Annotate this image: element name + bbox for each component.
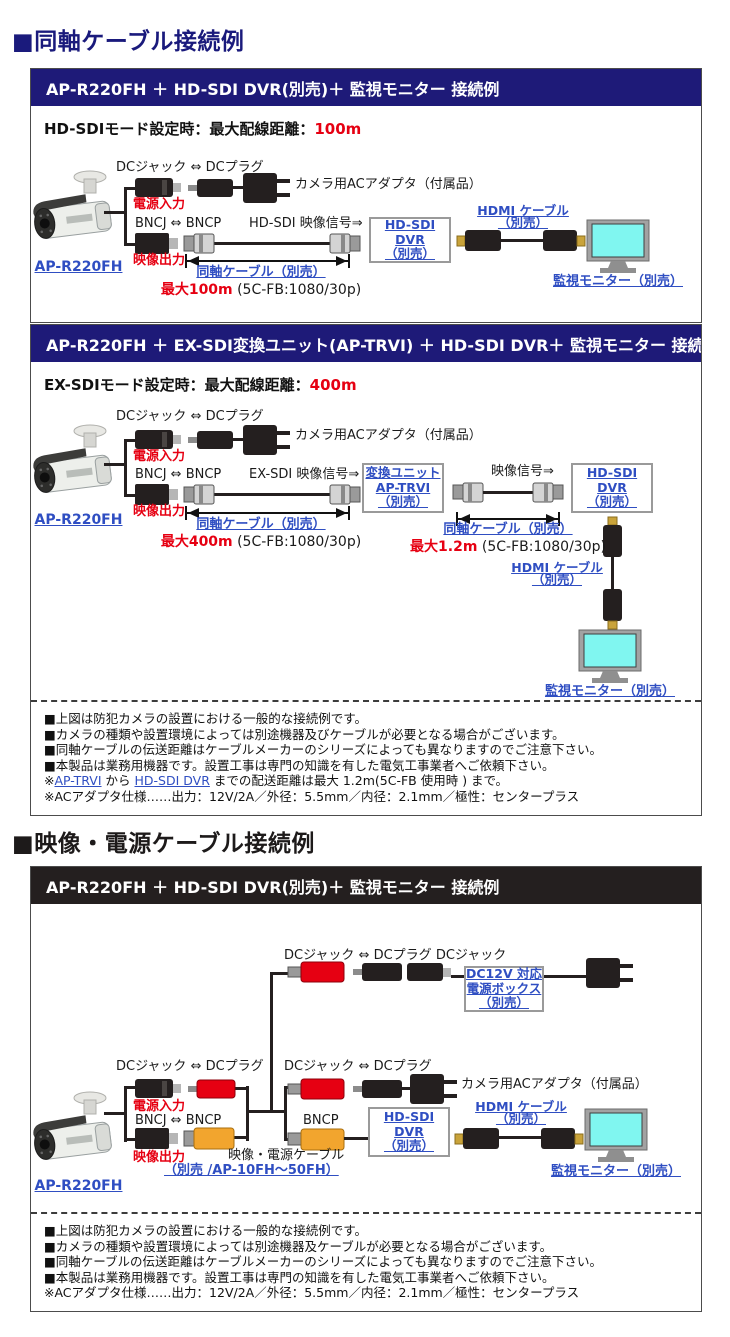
hdsdi-dvr-link[interactable]: HD-SDI DVR [134,773,210,789]
note-line: ■上図は防犯カメラの設置における一般的な接続例です。 [44,1223,368,1238]
bnc-pair-label: BNCJ ⇔ BNCP [135,467,222,482]
note-line: ■本製品は業務用機器です。設置工事は専門の知識を有した電気工事業者へご依頼下さい… [44,757,555,773]
max-length-label-2: 最大1.2m (5C-FB:1080/30p) [410,539,606,555]
power-example-header: AP-R220FH ＋ HD-SDI DVR(別売)＋ 監視モニター 接続例 [31,867,701,904]
bnc-pair-label: BNCJ ⇔ BNCP [135,216,222,231]
video-out-label: 映像出力 [133,1150,186,1165]
hdmi-cable-link[interactable]: HDMI ケーブル（別売） [475,1099,567,1126]
coax-cable-link[interactable]: 同軸ケーブル（別売） [196,265,326,280]
power-in-label: 電源入力 [133,1099,186,1114]
power-section-title: ■映像・電源ケーブル接続例 [12,831,315,857]
power-diagram-shapes [31,958,648,1163]
max-distance-value-2: 400m [309,376,357,394]
camera-icon [31,1091,113,1162]
camera-icon [31,424,113,495]
camera-model-link[interactable]: AP-R220FH [34,259,123,275]
ac-adapter-label: カメラ用ACアダプタ（付属品） [295,177,482,192]
hdsdi-signal-label: HD-SDI 映像信号⇒ [249,216,363,231]
power-example-header-text: AP-R220FH ＋ HD-SDI DVR(別売)＋ 監視モニター 接続例 [46,877,500,897]
ac-adapter-icon [243,173,290,203]
exsdi-mode-line: EX-SDIモード設定時：最大配線距離：400m [44,376,357,394]
coax-example1-panel: AP-R220FH ＋ HD-SDI DVR(別売)＋ 監視モニター 接続例 H… [30,68,702,323]
note-line: ■カメラの種類や設置環境によっては別途機器及びケーブルが必要となる場合がございま… [44,726,565,742]
coax-diagram-2: DCジャック ⇔ DCプラグ 電源入力 カメラ用ACアダプタ（付属品） BNCJ… [31,404,701,700]
video-out-label: 映像出力 [133,253,186,268]
coax-section-title: ■同軸ケーブル接続例 [12,29,245,55]
dc-pair-label: DCジャック ⇔ DCプラグ [116,1059,264,1074]
power-example-panel: AP-R220FH ＋ HD-SDI DVR(別売)＋ 監視モニター 接続例 [30,866,702,1312]
note-line: ■本製品は業務用機器です。設置工事は専門の知識を有した電気工事業者へご依頼下さい… [44,1269,555,1285]
dc-pair-label: DCジャック ⇔ DCプラグ [116,409,264,424]
ac-adapter-label: カメラ用ACアダプタ（付属品） [295,428,482,443]
hdsdi-mode-line: HD-SDIモード設定時：最大配線距離：100m [44,120,362,138]
note-line: ※ACアダプタ仕様……出力：12V/2A／外径：5.5mm／内径：2.1mm／極… [44,1285,580,1301]
monitor-link[interactable]: 監視モニター（別売） [550,1164,681,1179]
video-out-label: 映像出力 [133,504,186,519]
coax-notes: ■上図は防犯カメラの設置における一般的な接続例です。 ■カメラの種類や設置環境に… [31,700,701,815]
dc-triple-label: DCジャック ⇔ DCプラグ DCジャック [284,948,507,963]
camera-model-link[interactable]: AP-R220FH [34,1178,123,1194]
note-line: ■上図は防犯カメラの設置における一般的な接続例です。 [44,711,368,726]
coax-diagram-1: DCジャック ⇔ DCプラグ 電源入力 カメラ用ACアダプタ（付属品） BNCJ… [31,147,701,322]
power-diagram: DCジャック ⇔ DCプラグ DCジャック DC12V 対応電源ボックス（別売）… [31,904,701,1212]
max-length-label: 最大100m (5C-FB:1080/30p) [160,282,362,298]
note-line: ■同軸ケーブルの伝送距離はケーブルメーカーのシリーズによっても異なりますのでご注… [44,742,603,758]
coax-example1-header: AP-R220FH ＋ HD-SDI DVR(別売)＋ 監視モニター 接続例 [31,69,701,106]
bncp-label: BNCP [303,1113,339,1128]
coax-example2-header-text: AP-R220FH ＋ EX-SDI変換ユニット(AP-TRVI) ＋ HD-S… [46,335,701,355]
camera-model-link[interactable]: AP-R220FH [34,512,123,528]
monitor-link[interactable]: 監視モニター（別売） [552,274,683,289]
dc-pair-label-2: DCジャック ⇔ DCプラグ [284,1059,432,1074]
signal-label: 映像信号⇒ [491,464,554,479]
note-line-trvi: ※AP-TRVI から HD-SDI DVR までの配送距離は最大 1.2m(5… [44,773,509,789]
coax-cable-link-2[interactable]: 同軸ケーブル（別売） [443,522,573,537]
dc12v-powerbox[interactable]: DC12V 対応電源ボックス（別売） [464,966,544,1012]
monitor-icon [578,629,642,684]
power-plug-icon [586,958,633,988]
power-notes: ■上図は防犯カメラの設置における一般的な接続例です。 ■カメラの種類や設置環境に… [31,1212,701,1311]
coax-cable-link[interactable]: 同軸ケーブル（別売） [196,517,326,532]
camera-icon [31,170,113,241]
coax-example2-header: AP-R220FH ＋ EX-SDI変換ユニット(AP-TRVI) ＋ HD-S… [31,325,701,362]
coax-diagram-1-shapes [31,170,650,274]
exsdi-signal-label: EX-SDI 映像信号⇒ [249,467,360,482]
max-length-label: 最大400m (5C-FB:1080/30p) [160,534,362,550]
note-line: ■カメラの種類や設置環境によっては別途機器及ケーブルが必要となる場合がございます… [44,1238,553,1254]
note-line: ■同軸ケーブルの伝送距離はケーブルメーカーのシリーズによっても異なりますのでご注… [44,1254,603,1270]
av-cable-label: 映像・電源ケーブル [228,1148,345,1163]
max-distance-value: 100m [314,120,362,138]
monitor-icon [584,1108,648,1163]
hdmi-cable-link[interactable]: HDMI ケーブル（別売） [477,203,569,230]
note-line-ac: ※ACアダプタ仕様……出力：12V/2A／外径：5.5mm／内径：2.1mm／極… [44,788,580,804]
ac-adapter-icon [410,1074,457,1104]
ac-adapter-icon [243,425,290,455]
coax-diagram-2-shapes [31,424,642,684]
power-in-label: 電源入力 [133,197,186,212]
power-in-label: 電源入力 [133,449,186,464]
coax-example2-panel: AP-R220FH ＋ EX-SDI変換ユニット(AP-TRVI) ＋ HD-S… [30,324,702,816]
dc-pair-label: DCジャック ⇔ DCプラグ [116,160,264,175]
bnc-pair-label: BNCJ ⇔ BNCP [135,1113,222,1128]
monitor-link[interactable]: 監視モニター（別売） [544,684,675,699]
monitor-icon [586,219,650,274]
av-cable-link[interactable]: （別売 /AP-10FH～50FH） [164,1163,339,1178]
coax-example1-header-text: AP-R220FH ＋ HD-SDI DVR(別売)＋ 監視モニター 接続例 [46,79,500,99]
ap-trvi-link[interactable]: AP-TRVI [54,773,102,789]
hdmi-cable-link[interactable]: HDMI ケーブル（別売） [511,560,603,587]
ac-adapter-label: カメラ用ACアダプタ（付属品） [461,1077,648,1092]
